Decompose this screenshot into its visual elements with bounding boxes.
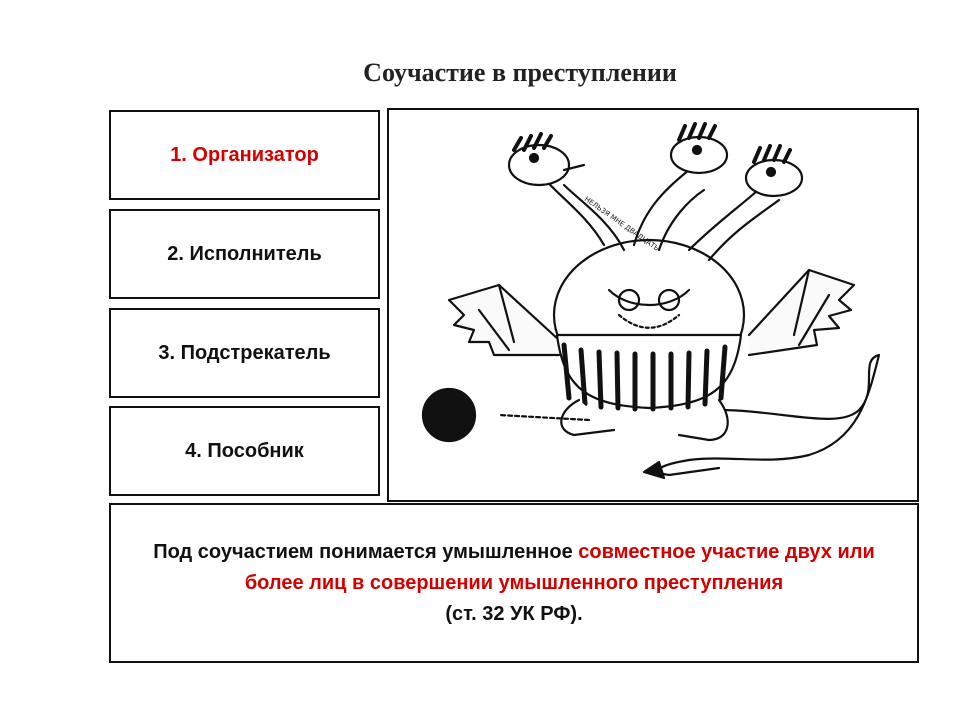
definition-text: Под соучастием понимается умышленное сов… xyxy=(134,537,894,630)
role-instigator: 3. Подстрекатель xyxy=(109,308,380,398)
role-executor: 2. Исполнитель xyxy=(109,209,380,299)
slide-title: Соучастие в преступлении xyxy=(363,58,677,87)
illustration-frame: НЕЛЬЗЯ МНЕ ДВАДЦАТЬ xyxy=(387,108,919,502)
role-organizer: 1. Организатор xyxy=(109,110,380,200)
dragon-illustration: НЕЛЬЗЯ МНЕ ДВАДЦАТЬ xyxy=(421,122,881,480)
definition-reference: (ст. 32 УК РФ). xyxy=(445,602,583,625)
definition-box: Под соучастием понимается умышленное сов… xyxy=(109,503,919,663)
definition-lead: Под соучастием понимается умышленное xyxy=(153,540,573,563)
definition-highlight: совместное участие двух или более лиц в … xyxy=(244,540,875,594)
role-accomplice: 4. Пособник xyxy=(109,406,380,496)
